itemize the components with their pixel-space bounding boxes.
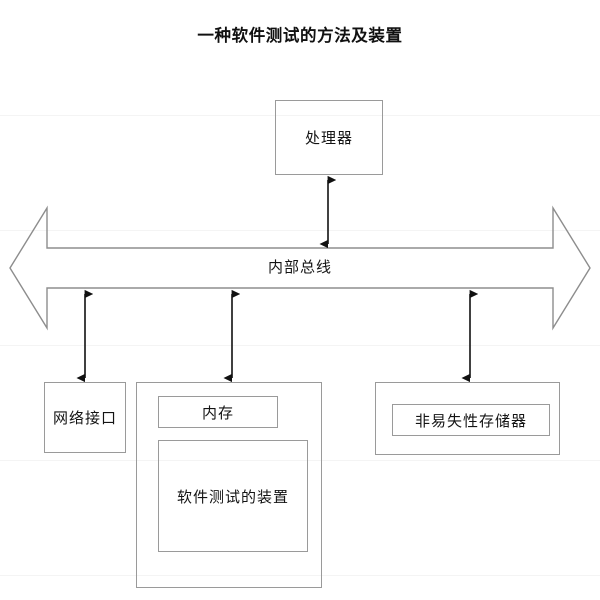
background-rule	[0, 115, 600, 116]
background-rule	[0, 575, 600, 576]
node-processor: 处理器	[275, 100, 383, 175]
node-processor-label: 处理器	[304, 129, 353, 147]
background-rule	[0, 230, 600, 231]
node-test-apparatus: 软件测试的装置	[158, 440, 308, 552]
internal-bus-arrow	[9, 205, 591, 331]
node-network-interface: 网络接口	[44, 382, 126, 453]
node-network-interface-label: 网络接口	[52, 409, 117, 427]
node-memory-container	[136, 382, 322, 588]
node-nonvolatile-memory: 非易失性存储器	[392, 404, 550, 436]
node-nonvolatile-memory-label: 非易失性存储器	[414, 411, 527, 430]
background-rule	[0, 460, 600, 461]
internal-bus-label: 内部总线	[267, 258, 332, 276]
node-test-apparatus-label: 软件测试的装置	[176, 487, 289, 506]
background-rule	[0, 345, 600, 346]
node-nonvolatile-memory-container	[375, 382, 560, 455]
node-memory-label: 内存	[201, 403, 234, 422]
node-memory: 内存	[158, 396, 278, 428]
page-title: 一种软件测试的方法及装置	[197, 26, 403, 45]
